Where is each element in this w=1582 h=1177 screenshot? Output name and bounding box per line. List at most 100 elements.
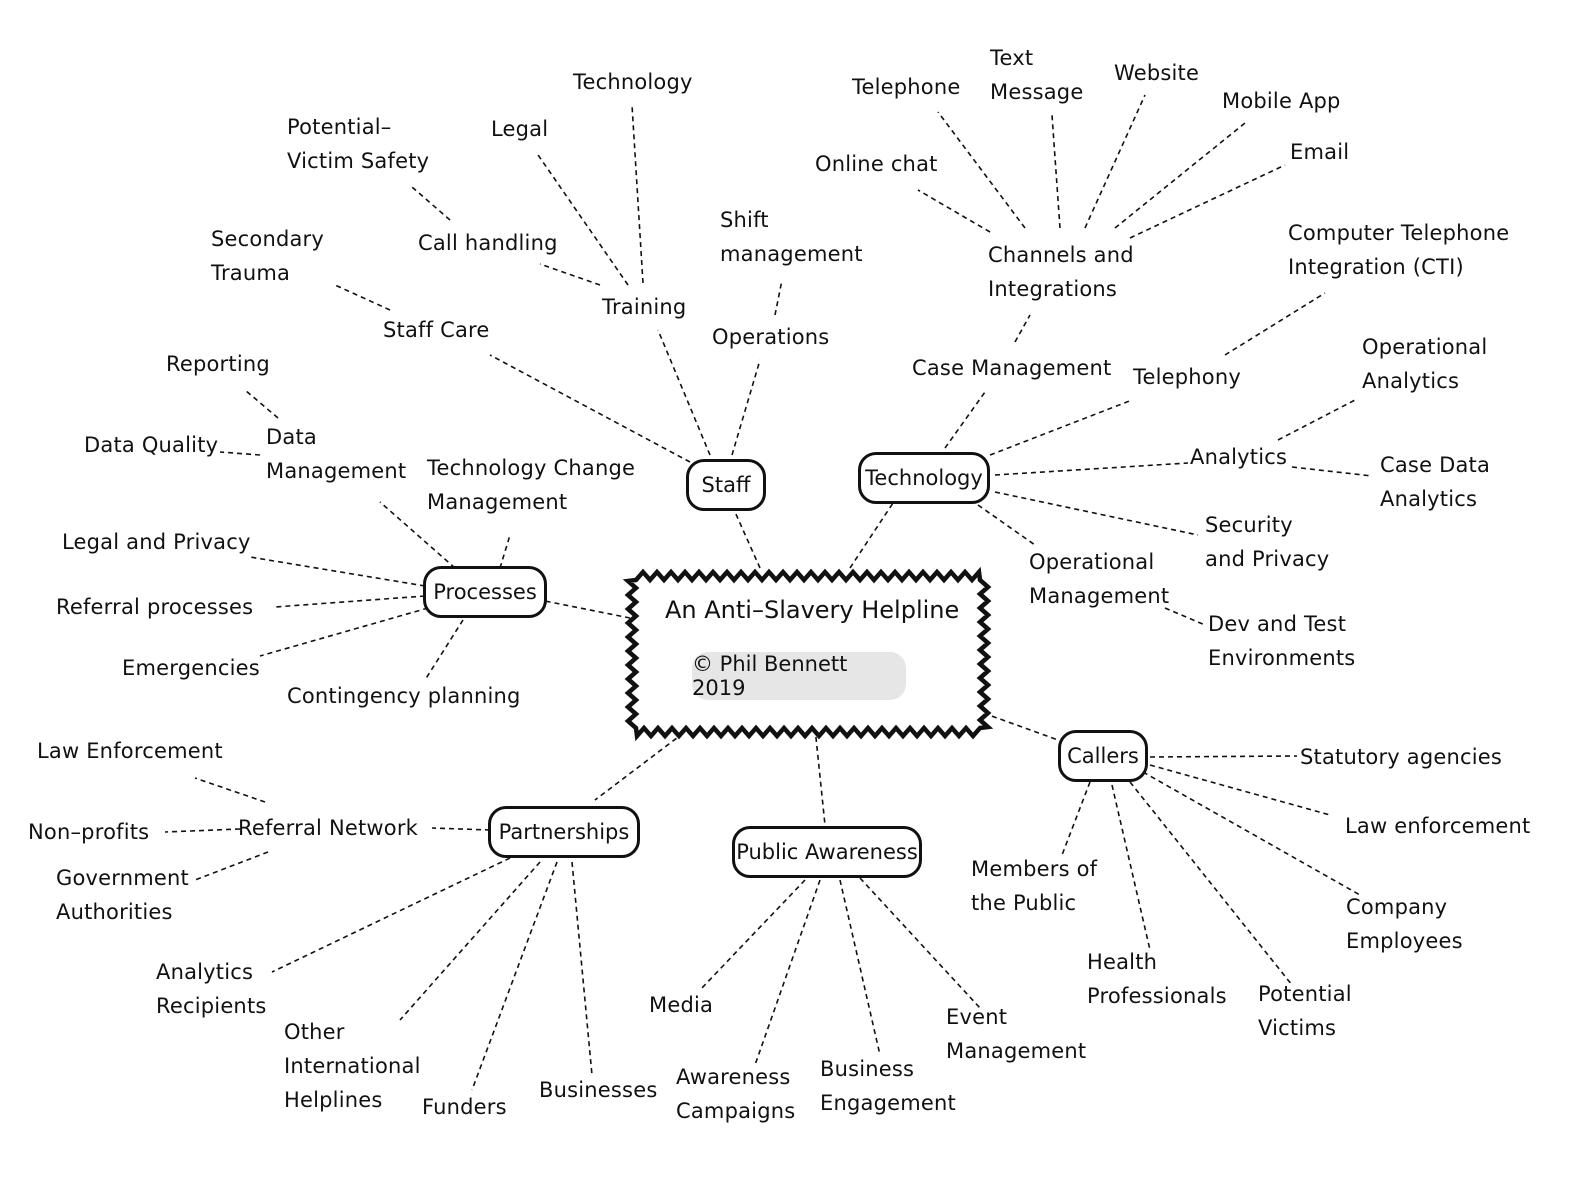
node-secondary-trauma: Secondary Trauma [211,227,325,285]
node-law-enforcement-referral: Law Enforcement [37,739,223,763]
node-case-management: Case Management [912,356,1112,380]
edge-partnerships-referralnet [431,827,491,831]
edge-pa-media [699,879,806,991]
hub-staff[interactable]: Staff [686,459,766,511]
node-data-management: Data Management [266,425,407,483]
edge-center-public-awareness [814,727,826,826]
node-operations: Operations [712,325,830,349]
edge-telephony-cti [1224,292,1326,356]
edge-center-processes [539,599,631,619]
node-legal-and-privacy: Legal and Privacy [62,530,251,554]
edge-callers-statutory [1149,755,1298,758]
node-analytics: Analytics [1190,445,1288,469]
edge-callhandling-victimsafety [411,186,451,221]
node-reporting: Reporting [166,352,270,376]
hub-partnerships[interactable]: Partnerships [488,806,640,858]
edge-callers-public [1061,781,1091,856]
node-channels-integrations: Channels and Integrations [988,243,1134,301]
edge-tech-analytics [994,462,1189,476]
node-awareness-campaigns: Awareness Campaigns [676,1065,796,1123]
edge-opmgmt-devtest [1164,607,1206,626]
node-training: Training [602,295,687,319]
node-technology-training: Technology [573,70,693,94]
node-operational-analytics: Operational Analytics [1362,335,1488,393]
node-non-profits: Non–profits [28,820,150,844]
edge-processes-contingency [424,619,464,681]
node-cti: Computer Telephone Integration (CTI) [1288,221,1510,279]
node-funders: Funders [422,1095,507,1119]
hub-technology[interactable]: Technology [858,452,990,504]
hub-public-awareness[interactable]: Public Awareness [732,826,922,878]
edge-tech-security [994,491,1199,536]
node-other-international-helplines: Other International Helplines [284,1020,421,1112]
node-event-management: Event Management [946,1005,1087,1063]
edge-partnerships-businesses [571,861,593,1076]
edge-pa-event [859,877,981,1009]
copyright-badge: © Phil Bennett 2019 [692,652,906,700]
edge-processes-datamgmt [379,501,456,569]
edge-analytics-opanalytics [1277,399,1356,441]
edge-operations-shift [774,279,783,316]
edge-center-technology [849,499,896,569]
node-operational-management: Operational Management [1029,550,1170,608]
node-health-professionals: Health Professionals [1087,950,1227,1008]
node-technology-change-management: Technology Change Management [427,456,636,514]
hub-callers[interactable]: Callers [1058,730,1148,782]
node-contingency-planning: Contingency planning [287,684,521,708]
edge-callers-lawenf [1149,764,1331,816]
edge-callers-company [1142,771,1361,896]
edge-pa-business [839,879,881,1056]
edge-channels-onlinechat [917,189,991,233]
node-businesses: Businesses [539,1078,658,1102]
edge-processes-legalprivacy [249,556,426,587]
node-text-message: Text Message [990,46,1084,104]
node-data-quality: Data Quality [84,433,219,457]
node-potential-victim-safety: Potential– Victim Safety [287,115,430,173]
node-website: Website [1114,61,1200,85]
edge-callers-health [1111,784,1151,951]
node-analytics-recipients: Analytics Recipients [156,960,267,1018]
edge-referralnet-government [194,851,269,881]
edge-pa-campaigns [754,879,821,1066]
node-online-chat: Online chat [815,152,938,176]
node-staff-care: Staff Care [383,318,490,342]
node-emergencies: Emergencies [122,656,260,680]
edge-center-callers [974,709,1059,741]
edge-partnerships-otherhelplines [399,861,541,1021]
edge-tech-opmgmt [977,504,1036,546]
node-business-engagement: Business Engagement [820,1057,956,1115]
node-security-privacy: Security and Privacy [1205,513,1330,571]
node-members-of-the-public: Members of the Public [971,857,1098,915]
node-dev-test-environments: Dev and Test Environments [1208,612,1356,670]
node-call-handling: Call handling [418,231,558,255]
node-government-authorities: Government Authorities [56,866,189,924]
node-case-data-analytics: Case Data Analytics [1380,453,1491,511]
edge-casemgmt-channels [1014,314,1031,343]
edge-channels-textmessage [1051,114,1061,229]
edge-processes-emergencies [259,607,429,657]
edge-staff-training [657,329,711,456]
edge-referralnet-nonprofits [164,828,241,833]
edge-center-staff [734,511,761,569]
node-telephony: Telephony [1133,365,1241,389]
edge-referralnet-lawenf [194,777,266,803]
edge-datamgmt-reporting [244,389,279,419]
edge-tech-telephony [989,399,1133,456]
edge-partnerships-analytics [271,857,511,973]
node-shift-management: Shift management [720,208,863,266]
edge-training-callhandling [539,263,601,286]
node-legal-training: Legal [491,117,549,141]
node-media: Media [649,993,714,1017]
edge-channels-mobileapp [1114,122,1246,229]
node-email: Email [1290,140,1350,164]
edge-callers-victims [1129,781,1293,986]
node-statutory-agencies: Statutory agencies [1300,745,1503,769]
edge-processes-referral [274,595,426,608]
hub-processes[interactable]: Processes [423,566,547,618]
node-referral-network: Referral Network [238,816,419,840]
edge-training-legal [535,151,629,286]
center-title: An Anti–Slavery Helpline [665,596,960,624]
edge-tech-casemgmt [944,391,986,449]
edge-channels-telephone [937,111,1026,229]
